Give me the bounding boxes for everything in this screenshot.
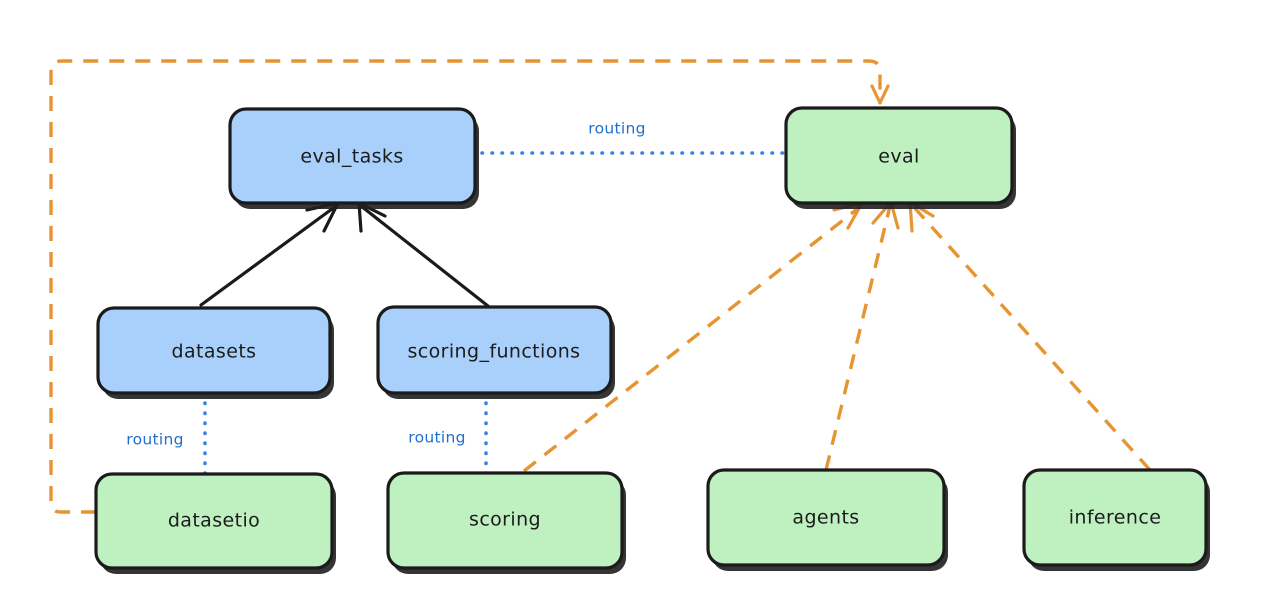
edge-inference-eval [908, 200, 1152, 472]
node-datasets[interactable]: datasets [96, 306, 334, 399]
node-agents-label: agents [792, 507, 859, 529]
edge-datasets-eval-tasks [199, 201, 340, 307]
node-datasets-label: datasets [172, 341, 257, 363]
edge-agents-eval [824, 200, 900, 471]
node-eval-tasks-label: eval_tasks [300, 146, 403, 168]
node-eval-tasks[interactable]: eval_tasks [228, 107, 479, 209]
node-datasets-body [96, 306, 332, 395]
node-eval[interactable]: eval [784, 106, 1016, 209]
node-datasetio-label: datasetio [168, 510, 260, 532]
node-eval-label: eval [878, 146, 919, 168]
node-scoring-functions[interactable]: scoring_functions [376, 305, 615, 399]
node-eval-tasks-body [228, 107, 477, 205]
edge-label-routing-datasets: routing [126, 431, 184, 449]
node-datasetio[interactable]: datasetio [94, 472, 336, 574]
edge-label-routing-scoring-functions: routing [408, 429, 466, 447]
node-datasetio-body [94, 472, 334, 570]
node-inference-body [1022, 468, 1208, 567]
node-inference-label: inference [1069, 507, 1162, 529]
node-scoring-body [386, 471, 624, 570]
node-agents[interactable]: agents [706, 468, 948, 571]
node-scoring-label: scoring [469, 509, 541, 531]
node-inference[interactable]: inference [1022, 468, 1210, 571]
edge-scoring-functions-eval-tasks [357, 201, 490, 308]
node-scoring-functions-body [376, 305, 613, 395]
node-scoring[interactable]: scoring [386, 471, 626, 574]
node-scoring-functions-label: scoring_functions [408, 341, 581, 363]
edge-datasetio-eval [49, 59, 890, 514]
edge-label-routing-eval-tasks: routing [588, 120, 646, 138]
node-eval-body [784, 106, 1014, 205]
node-agents-body [706, 468, 946, 567]
